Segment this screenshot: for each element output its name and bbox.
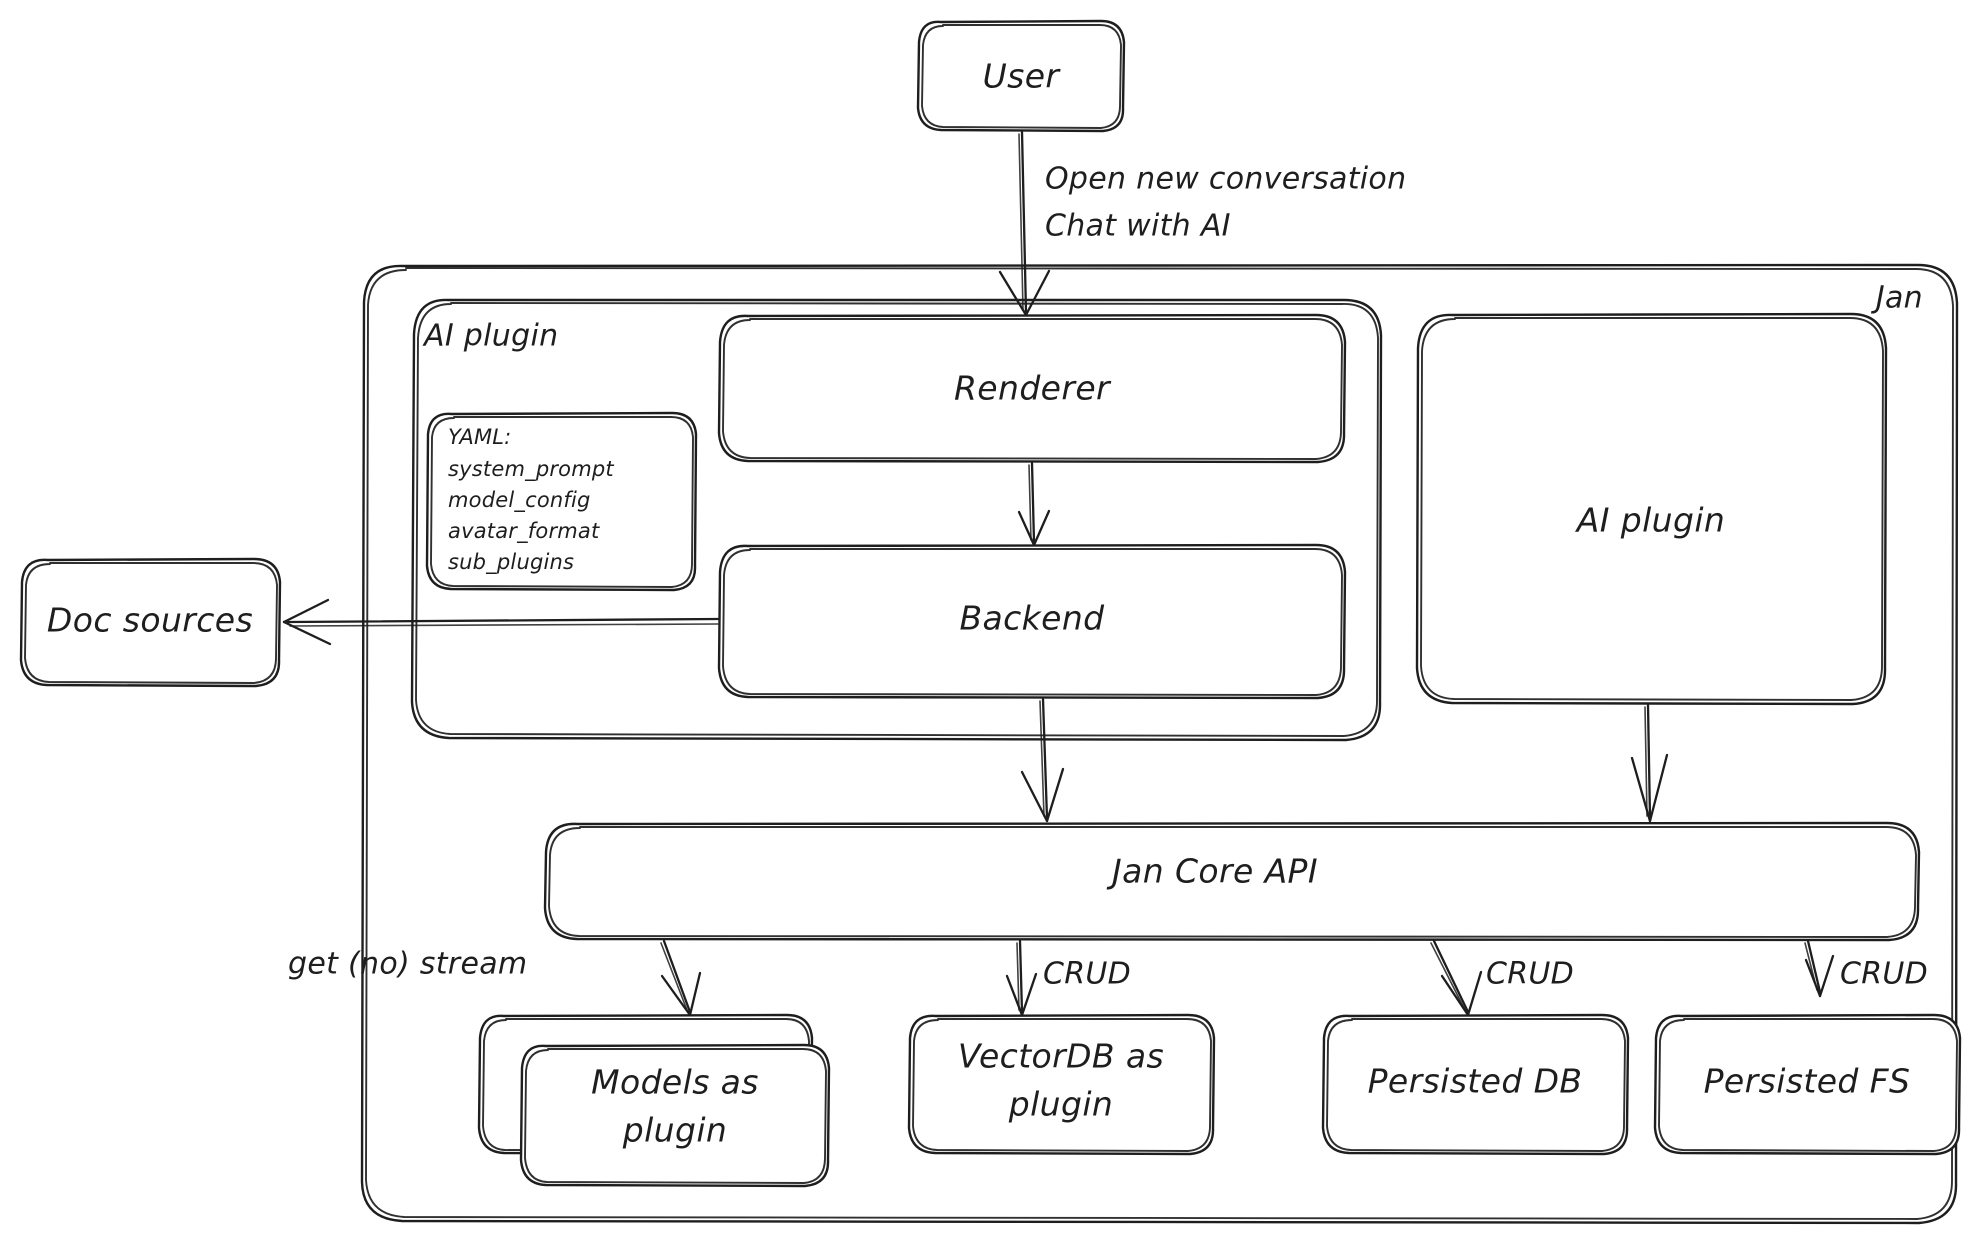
node-ai-plugin-right[interactable]: AI plugin xyxy=(1415,312,1888,706)
backend-label: Backend xyxy=(959,599,1105,638)
node-vectordb-plugin[interactable]: VectorDB as plugin xyxy=(907,1013,1216,1156)
node-renderer[interactable]: Renderer xyxy=(717,313,1347,464)
edge-label-open-new-conversation: Open new conversation xyxy=(1045,162,1406,197)
node-user[interactable]: User xyxy=(916,19,1126,133)
doc-sources-label: Doc sources xyxy=(47,601,253,640)
edge-user-to-renderer: Open new conversation Chat with AI xyxy=(998,130,1406,317)
edge-backend-to-doc-sources xyxy=(282,598,720,646)
jan-core-api-label: Jan Core API xyxy=(1106,852,1318,891)
persisted-fs-label: Persisted FS xyxy=(1704,1062,1911,1101)
yaml-item-3: sub_plugins xyxy=(448,550,574,575)
edge-core-api-to-models: get (no) stream xyxy=(288,939,702,1017)
node-persisted-db[interactable]: Persisted DB xyxy=(1321,1013,1630,1156)
renderer-label: Renderer xyxy=(954,369,1112,408)
node-backend[interactable]: Backend xyxy=(717,543,1347,700)
edge-label-crud-persisted-db: CRUD xyxy=(1486,957,1574,992)
node-yaml-note[interactable]: YAML: system_prompt model_config avatar_… xyxy=(425,411,698,592)
ai-plugin-group-label: AI plugin xyxy=(422,319,558,354)
models-plugin-label-line1: Models as xyxy=(591,1063,759,1102)
jan-container-label: Jan xyxy=(1871,281,1923,316)
ai-plugin-right-label: AI plugin xyxy=(1575,501,1725,540)
node-jan-core-api[interactable]: Jan Core API xyxy=(543,821,1921,942)
node-persisted-fs[interactable]: Persisted FS xyxy=(1653,1013,1962,1156)
node-doc-sources[interactable]: Doc sources xyxy=(19,557,282,688)
vectordb-plugin-label-line2: plugin xyxy=(1008,1085,1113,1124)
edge-ai-plugin-to-core-api xyxy=(1630,703,1669,823)
edge-core-api-to-persisted-db: CRUD xyxy=(1430,939,1574,1017)
user-label: User xyxy=(983,57,1062,96)
models-plugin-label-line2: plugin xyxy=(622,1111,727,1150)
edge-core-api-to-vectordb: CRUD xyxy=(1005,939,1131,1017)
edge-core-api-to-persisted-fs: CRUD xyxy=(1804,939,1928,998)
edge-backend-to-core-api xyxy=(1020,697,1065,823)
edge-label-chat-with-ai: Chat with AI xyxy=(1045,209,1231,244)
vectordb-plugin-label-line1: VectorDB as xyxy=(958,1037,1164,1076)
node-models-plugin[interactable]: Models as plugin xyxy=(477,1013,831,1188)
edge-label-get-no-stream: get (no) stream xyxy=(288,947,527,982)
yaml-item-0: system_prompt xyxy=(448,457,614,482)
yaml-item-1: model_config xyxy=(448,488,591,513)
edge-label-crud-persisted-fs: CRUD xyxy=(1840,957,1928,992)
persisted-db-label: Persisted DB xyxy=(1368,1062,1583,1101)
edge-renderer-to-backend xyxy=(1017,461,1051,547)
yaml-item-2: avatar_format xyxy=(448,519,600,544)
edge-label-crud-vectordb: CRUD xyxy=(1043,957,1131,992)
yaml-heading: YAML: xyxy=(448,425,511,449)
